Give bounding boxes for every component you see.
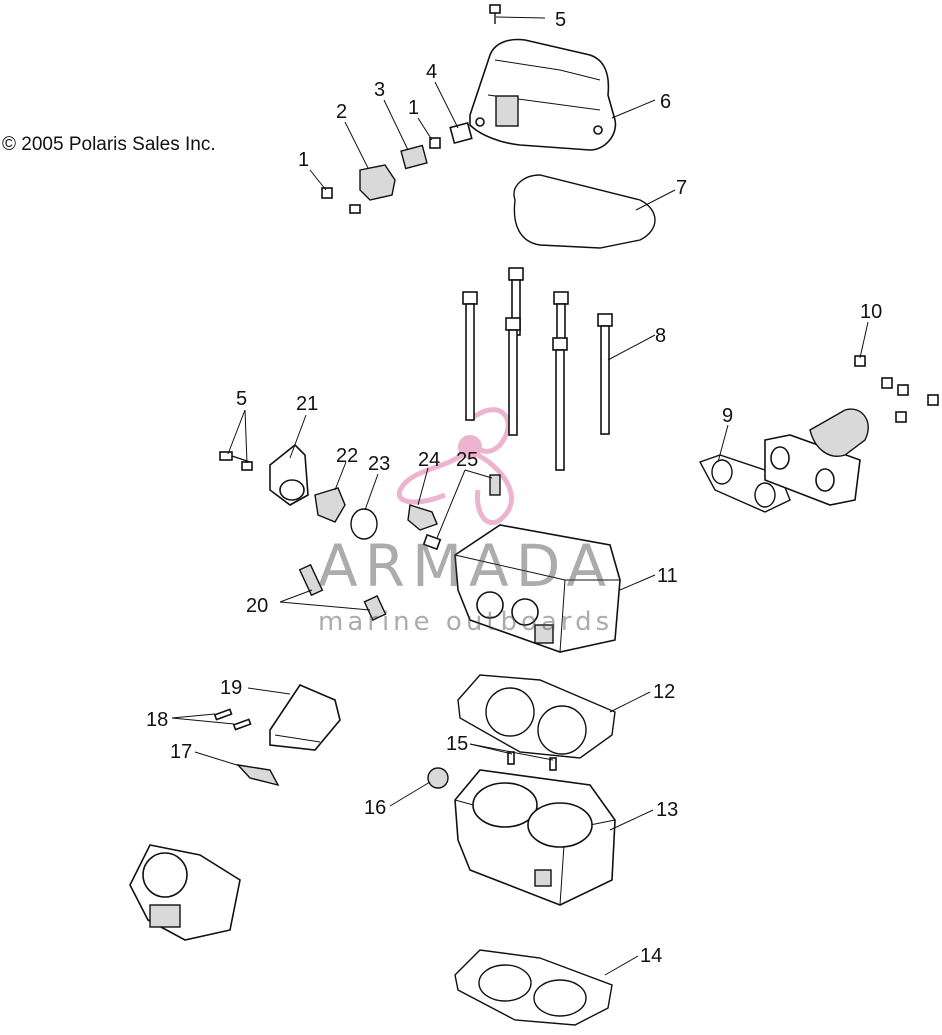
leader-lines	[171, 16, 869, 976]
callout-12: 12	[653, 681, 675, 703]
intake-parts	[213, 684, 341, 787]
callout-5-top: 5	[555, 9, 566, 31]
watermark-tagline: marine outboards	[318, 607, 614, 637]
callout-21: 21	[296, 393, 318, 415]
watermark-brand: ARMADA	[318, 532, 614, 600]
spark-plugs	[298, 563, 387, 621]
callout-23: 23	[368, 453, 390, 475]
valve-cover-gasket	[513, 174, 656, 249]
callout-3: 3	[374, 79, 385, 101]
callout-15: 15	[446, 733, 468, 755]
callout-18: 18	[146, 709, 168, 731]
callout-14: 14	[640, 945, 662, 967]
callout-1-left: 1	[298, 149, 309, 171]
watermark-logo	[396, 407, 514, 525]
callout-13: 13	[656, 799, 678, 821]
callout-2: 2	[336, 101, 347, 123]
callout-25: 25	[456, 449, 478, 471]
callout-22: 22	[336, 445, 358, 467]
head-gasket	[457, 674, 616, 759]
callout-24: 24	[418, 449, 440, 471]
exhaust-manifold	[698, 355, 939, 513]
base-gasket	[454, 949, 613, 1026]
thermostat-parts	[219, 443, 501, 551]
valve-cover	[469, 38, 617, 151]
dowel-pins	[427, 751, 557, 789]
callout-6: 6	[660, 91, 671, 113]
breather-parts	[321, 121, 473, 214]
callout-1-right: 1	[408, 97, 419, 119]
callout-19: 19	[220, 677, 242, 699]
callout-16: 16	[364, 797, 386, 819]
callout-8: 8	[655, 325, 666, 347]
callout-9: 9	[722, 405, 733, 427]
callout-20: 20	[246, 595, 268, 617]
callout-4: 4	[426, 61, 437, 83]
callouts: 5 6 7 8 1 2 3 1 4 10 9 5 21 22 23 24 25 …	[146, 9, 882, 967]
throttle-body	[129, 844, 241, 941]
callout-11: 11	[657, 565, 678, 587]
bolt-top	[489, 4, 501, 24]
callout-10: 10	[860, 301, 882, 323]
callout-7: 7	[676, 177, 687, 199]
cylinder-head	[454, 524, 621, 653]
cylinder	[454, 769, 616, 906]
copyright-text: © 2005 Polaris Sales Inc.	[2, 134, 216, 155]
callout-17: 17	[170, 741, 192, 763]
callout-5-left: 5	[236, 388, 247, 410]
head-bolts	[462, 267, 613, 471]
